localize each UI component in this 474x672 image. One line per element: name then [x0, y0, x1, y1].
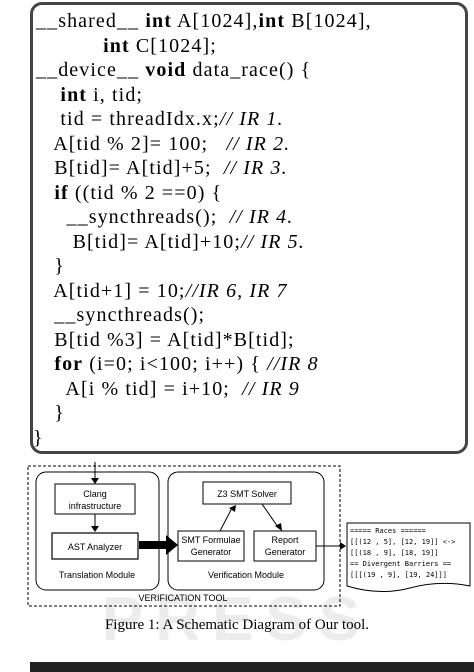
- code-line: }: [36, 402, 65, 424]
- publisher-watermark: PRESS: [102, 590, 372, 650]
- z3-to-report-arrow: [261, 503, 279, 528]
- ast-to-smt-arrow: [139, 541, 169, 549]
- smt-generator-label-2: Generator: [191, 547, 232, 557]
- code-line: A[i % tid] = i+10; // IR 9: [36, 377, 300, 400]
- report-generator-label-2: Generator: [265, 547, 306, 557]
- watermark-text: PRESS: [102, 590, 372, 650]
- code-line: B[tid]= A[tid]+10;// IR 5.: [36, 230, 305, 253]
- smt-to-z3-arrow: [219, 507, 233, 532]
- smt-generator-label-1: SMT Formulae: [181, 535, 240, 545]
- verification-module-label: Verification Module: [208, 570, 284, 580]
- report-to-output-arrow-head: [340, 542, 346, 550]
- z3-solver-label: Z3 SMT Solver: [217, 489, 277, 499]
- page-bottom-bar: [30, 662, 474, 672]
- code-line: }: [36, 255, 65, 277]
- smt-to-z3-arrow-head: [229, 505, 236, 512]
- code-listing-box: __shared__ int A[1024],int B[1024], int …: [30, 2, 468, 454]
- clang-label-2: infrastructure: [69, 501, 122, 511]
- output-document: [346, 522, 471, 593]
- code-line: A[tid % 2]= 100; // IR 2.: [36, 132, 291, 155]
- input-arrow-head: [91, 478, 99, 484]
- verification-tool-boundary: [27, 465, 341, 607]
- code-line: int i, tid;: [60, 83, 144, 106]
- code-line: __syncthreads(); // IR 4.: [36, 206, 294, 228]
- code-line: tid = threadIdx.x;// IR 1.: [36, 108, 284, 130]
- translation-module-label: Translation Module: [59, 570, 135, 580]
- ast-to-smt-arrow-head: [166, 535, 178, 555]
- code-line: A[tid+1] = 10;//IR 6, IR 7: [36, 279, 288, 302]
- smt-generator-box: [177, 530, 245, 562]
- clang-box: [54, 483, 136, 515]
- ast-analyzer-label: AST Analyzer: [68, 542, 122, 552]
- verification-tool-label: VERIFICATION TOOL: [138, 593, 227, 603]
- verification-module-box: [167, 471, 325, 591]
- figure-caption: Figure 1: A Schematic Diagram of Our too…: [104, 617, 370, 633]
- output-line-2: [[(12 , 5], [12, 19]] <->: [350, 538, 455, 546]
- translation-module-box: [35, 471, 160, 591]
- z3-solver-box: [202, 481, 292, 505]
- code-line: }: [33, 426, 44, 449]
- code-line: __syncthreads();: [36, 304, 206, 326]
- output-line-3: [[(18 , 9], [18, 19]]: [350, 549, 439, 557]
- report-generator-label-1: Report: [271, 535, 299, 545]
- output-line-5: [[[(19 , 9], [19, 24]]]: [350, 571, 447, 579]
- code-line: B[tid]= A[tid]+5; // IR 3.: [36, 157, 288, 179]
- ast-analyzer-box: [51, 532, 139, 560]
- code-line: B[tid %3] = A[tid]*B[tid];: [36, 328, 295, 351]
- code-line: __shared__ int A[1024],int B[1024],: [36, 10, 372, 32]
- report-generator-box: [253, 530, 317, 562]
- code-line: __device__ void data_race() {: [36, 59, 312, 81]
- output-line-1: ===== Races ======: [350, 527, 426, 535]
- z3-to-report-arrow-head: [275, 523, 282, 531]
- output-line-4: == Divergent Barriers ==: [350, 560, 451, 568]
- clang-to-ast-arrow-head: [91, 526, 99, 532]
- clang-label-1: Clang: [83, 489, 107, 499]
- code-line: int C[1024];: [103, 34, 217, 57]
- verification-tool-diagram: Clang infrastructure AST Analyzer Transl…: [27, 462, 471, 607]
- code-line: if ((tid % 2 ==0) {: [54, 181, 223, 204]
- code-line: for (i=0; i<100; i++) { //IR 8: [54, 353, 319, 375]
